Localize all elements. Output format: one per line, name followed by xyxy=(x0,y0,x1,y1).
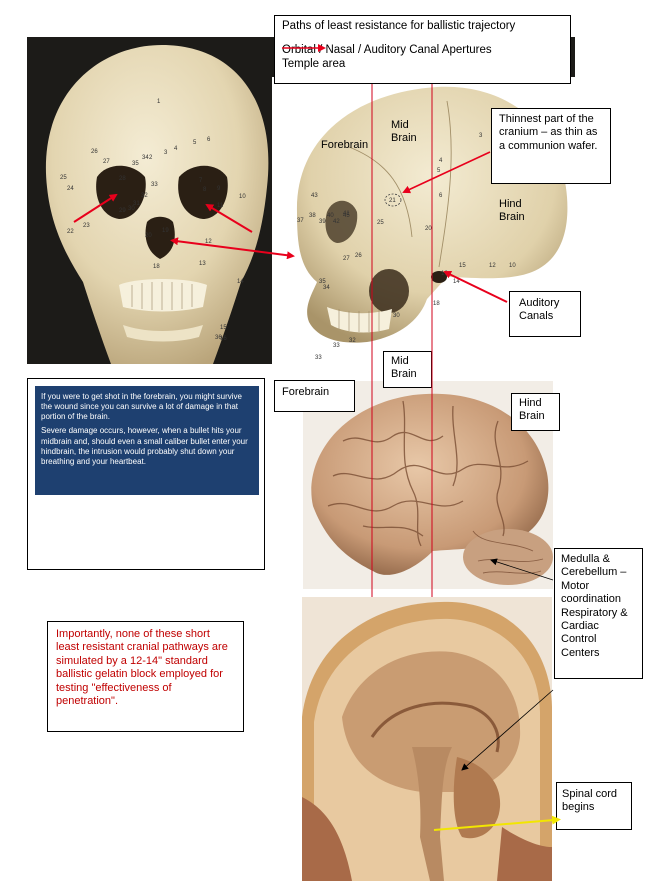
svg-text:12: 12 xyxy=(205,239,212,245)
svg-text:26: 26 xyxy=(355,253,362,259)
svg-text:6: 6 xyxy=(439,193,443,199)
callout-midbrain: Mid Brain xyxy=(383,351,432,388)
frontal-skull xyxy=(45,45,269,364)
skull-photo: 1 2 3 4 5 6 7 8 9 10 11 12 13 14 15 16 1… xyxy=(27,37,575,364)
svg-text:36: 36 xyxy=(215,335,222,341)
svg-text:30: 30 xyxy=(128,206,135,212)
callout-forebrain: Forebrain xyxy=(274,380,355,412)
svg-text:22: 22 xyxy=(67,229,74,235)
svg-text:6: 6 xyxy=(207,137,211,143)
svg-text:34: 34 xyxy=(142,155,149,161)
svg-text:10: 10 xyxy=(239,194,246,200)
svg-text:37: 37 xyxy=(297,218,304,224)
callout-auditory-canals: Auditory Canals xyxy=(509,291,581,337)
svg-text:14: 14 xyxy=(453,279,460,285)
svg-text:7: 7 xyxy=(199,178,203,184)
svg-text:15: 15 xyxy=(459,263,466,269)
legend-line-temple: Temple area xyxy=(282,58,346,71)
legend-line-apertures: Orbital / Nasal / Auditory Canal Apertur… xyxy=(282,44,492,57)
sagittal-section-illustration xyxy=(302,597,552,881)
svg-text:23: 23 xyxy=(83,223,90,229)
svg-text:8: 8 xyxy=(203,187,207,193)
svg-text:39: 39 xyxy=(319,219,326,225)
svg-text:28: 28 xyxy=(119,176,126,182)
svg-text:32: 32 xyxy=(141,193,148,199)
survival-info-midbrain-hindbrain: Severe damage occurs, however, when a bu… xyxy=(41,426,248,466)
svg-text:35: 35 xyxy=(319,279,326,285)
svg-text:33: 33 xyxy=(315,355,322,361)
survival-info-panel: If you were to get shot in the forebrain… xyxy=(35,386,259,495)
svg-text:10: 10 xyxy=(509,263,516,269)
legend-path-arrow-icon xyxy=(282,44,326,52)
svg-text:25: 25 xyxy=(377,220,384,226)
svg-text:45: 45 xyxy=(343,213,350,219)
svg-text:12: 12 xyxy=(489,263,496,269)
svg-text:18: 18 xyxy=(433,301,440,307)
svg-text:29: 29 xyxy=(119,208,126,214)
svg-text:9: 9 xyxy=(217,186,221,192)
svg-text:38: 38 xyxy=(309,213,316,219)
svg-text:27: 27 xyxy=(343,256,350,262)
svg-text:21: 21 xyxy=(389,198,396,204)
skull-label-forebrain: Forebrain xyxy=(321,139,369,151)
svg-text:16: 16 xyxy=(441,271,448,277)
svg-text:15: 15 xyxy=(220,325,227,331)
svg-text:30: 30 xyxy=(393,313,400,319)
svg-text:33: 33 xyxy=(333,343,340,349)
svg-text:1: 1 xyxy=(157,99,161,105)
svg-text:40: 40 xyxy=(327,213,334,219)
legend-box: Paths of least resistance for ballistic … xyxy=(274,15,571,84)
callout-medulla-cerebellum: Medulla & Cerebellum – Motor coordinatio… xyxy=(554,548,643,679)
svg-text:32: 32 xyxy=(349,338,356,344)
survival-info-note: If you were to get shot in the forebrain… xyxy=(27,378,265,570)
survival-info-forebrain: If you were to get shot in the forebrain… xyxy=(41,392,242,422)
callout-hindbrain: Hind Brain xyxy=(511,393,560,431)
svg-text:2: 2 xyxy=(149,155,153,161)
svg-text:24: 24 xyxy=(67,186,74,192)
svg-text:11: 11 xyxy=(217,203,224,209)
svg-text:26: 26 xyxy=(91,149,98,155)
skull-label-midbrain: Mid Brain xyxy=(391,119,417,145)
svg-text:16: 16 xyxy=(220,336,227,342)
skull-illustration: 1 2 3 4 5 6 7 8 9 10 11 12 13 14 15 16 1… xyxy=(27,37,575,364)
svg-text:33: 33 xyxy=(151,182,158,188)
svg-text:14: 14 xyxy=(237,279,244,285)
svg-text:41: 41 xyxy=(343,211,350,217)
svg-text:3: 3 xyxy=(164,150,168,156)
callout-spinal-cord: Spinal cord begins xyxy=(556,782,632,830)
skull-label-hindbrain: Hind Brain xyxy=(499,198,525,224)
svg-text:31: 31 xyxy=(133,201,140,207)
svg-text:3: 3 xyxy=(479,133,483,139)
svg-text:5: 5 xyxy=(193,140,197,146)
svg-text:43: 43 xyxy=(311,193,318,199)
svg-text:20: 20 xyxy=(145,233,152,239)
svg-text:4: 4 xyxy=(174,146,178,152)
svg-text:19: 19 xyxy=(162,228,169,234)
gelatin-warning-note: Importantly, none of these short least r… xyxy=(47,621,244,732)
svg-text:18: 18 xyxy=(153,264,160,270)
svg-text:20: 20 xyxy=(425,226,432,232)
svg-text:35: 35 xyxy=(132,161,139,167)
skull-number-labels: 1 2 3 4 5 6 7 8 9 10 11 12 13 14 15 16 1… xyxy=(60,99,516,361)
svg-text:42: 42 xyxy=(333,219,340,225)
svg-text:34: 34 xyxy=(323,285,330,291)
svg-text:25: 25 xyxy=(60,175,67,181)
svg-text:13: 13 xyxy=(199,261,206,267)
svg-text:27: 27 xyxy=(103,159,110,165)
legend-title: Paths of least resistance for ballistic … xyxy=(282,20,516,32)
callout-thinnest-cranium: Thinnest part of the cranium – as thin a… xyxy=(491,108,611,184)
sagittal-section-photo xyxy=(302,597,552,881)
